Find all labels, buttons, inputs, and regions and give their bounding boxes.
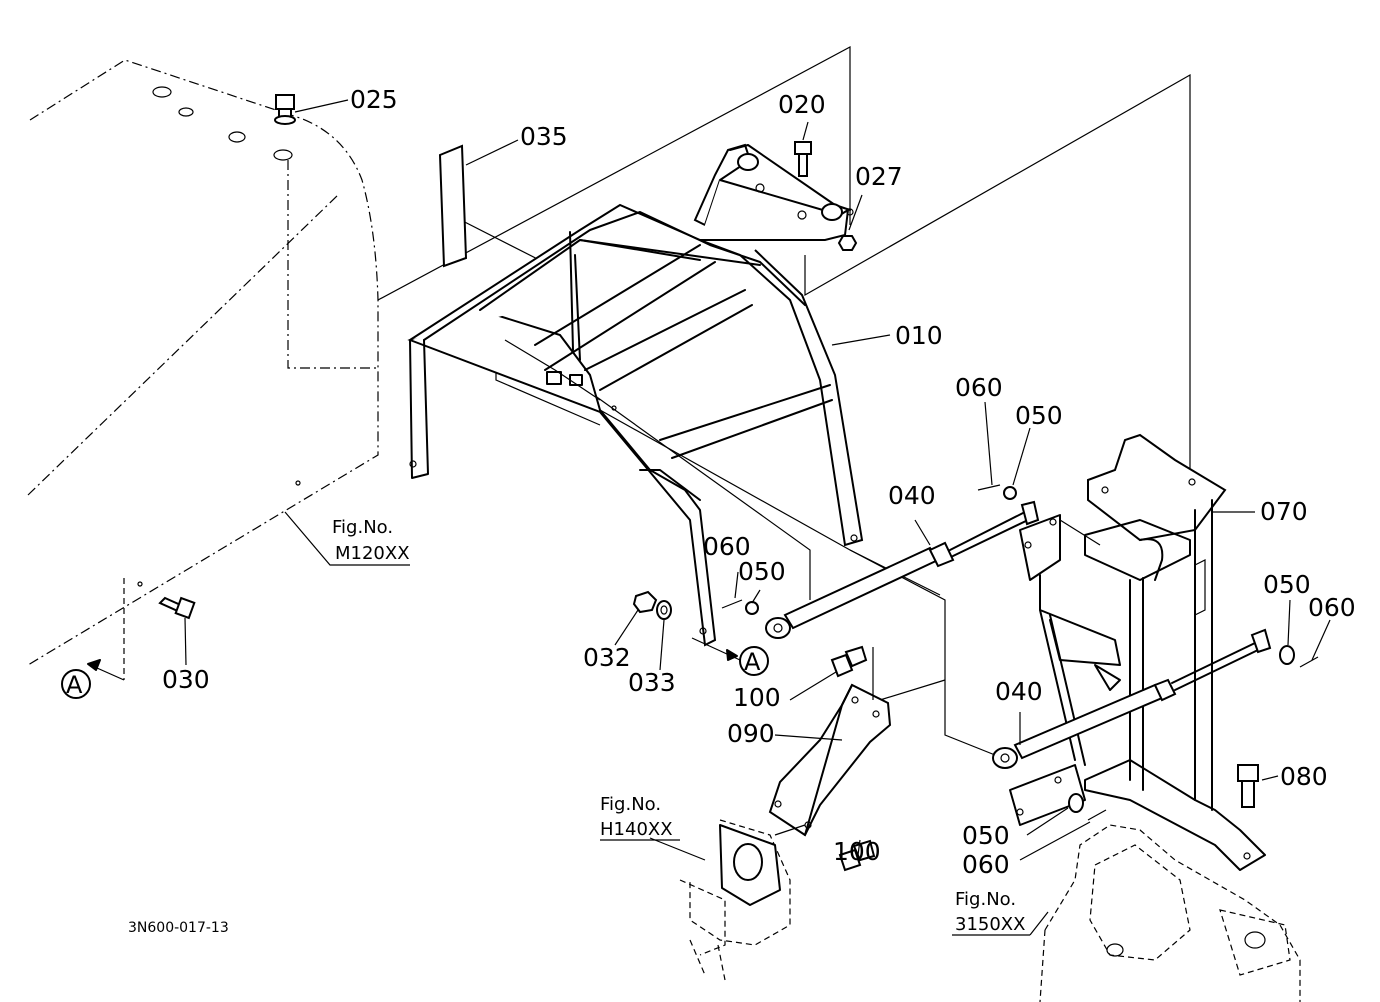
callout-060-right: 060 xyxy=(1308,593,1356,622)
callout-050-bottom: 050 xyxy=(962,821,1010,850)
callout-050-right: 050 xyxy=(1263,570,1311,599)
hood-outline xyxy=(27,59,379,681)
callout-050-top: 050 xyxy=(1015,401,1063,430)
callout-050-mid: 050 xyxy=(738,557,786,586)
callout-035: 035 xyxy=(520,122,568,151)
fig-ref-m120-code: M120XX xyxy=(335,543,410,564)
callout-060-top: 060 xyxy=(955,373,1003,402)
callout-025: 025 xyxy=(350,85,398,114)
part-030-bolt xyxy=(158,596,196,620)
callout-080: 080 xyxy=(1280,762,1328,791)
callout-010: 010 xyxy=(895,321,943,350)
part-032-nut xyxy=(632,590,658,614)
callout-labels: 025 035 020 027 010 060 050 040 070 060 … xyxy=(162,85,1356,879)
part-bracket-top xyxy=(693,141,858,251)
part-100-bolt-upper xyxy=(830,645,868,678)
callout-040-lower: 040 xyxy=(995,677,1043,706)
part-033-washer xyxy=(656,600,672,620)
callout-020: 020 xyxy=(778,90,826,119)
part-100-bolt-lower xyxy=(838,839,876,872)
part-040-lower-strut xyxy=(992,628,1319,821)
part-080-bolt xyxy=(1237,764,1259,808)
callout-100-upper: 100 xyxy=(733,683,781,712)
callout-027: 027 xyxy=(855,162,903,191)
fig-ref-3150-title: Fig.No. xyxy=(955,889,1016,910)
part-025-bolt xyxy=(274,94,296,125)
alignment-lines xyxy=(377,45,1191,756)
fig-ref-m120-title: Fig.No. xyxy=(332,517,393,538)
part-035-strip xyxy=(438,144,468,268)
callout-030: 030 xyxy=(162,665,210,694)
part-070-support xyxy=(1009,433,1266,871)
view-marker-right-label: A xyxy=(744,648,761,676)
drawing-code: 3N600-017-13 xyxy=(128,920,229,936)
callout-090: 090 xyxy=(727,719,775,748)
part-010-frame xyxy=(407,203,864,647)
callout-060-bottom: 060 xyxy=(962,850,1010,879)
view-marker-right: A xyxy=(726,646,769,676)
part-040-upper-strut xyxy=(721,484,1040,639)
callout-032: 032 xyxy=(583,643,631,672)
fig-ref-h140-code: H140XX xyxy=(600,819,673,840)
callout-033: 033 xyxy=(628,668,676,697)
fig-ref-3150-code: 3150XX xyxy=(955,914,1025,935)
view-marker-left-label: A xyxy=(66,671,83,699)
figure-references: Fig.No. M120XX Fig.No. H140XX Fig.No. 31… xyxy=(332,517,1025,935)
leader-lines xyxy=(184,99,1331,936)
callout-040-upper: 040 xyxy=(888,481,936,510)
housing-3150 xyxy=(1039,824,1301,1002)
fig-ref-h140-title: Fig.No. xyxy=(600,794,661,815)
callout-070: 070 xyxy=(1260,497,1308,526)
sub-assembly-h140 xyxy=(679,819,806,981)
callout-100-lower: 100 xyxy=(833,837,881,866)
callout-060-mid: 060 xyxy=(703,532,751,561)
view-marker-left: A xyxy=(61,669,91,699)
